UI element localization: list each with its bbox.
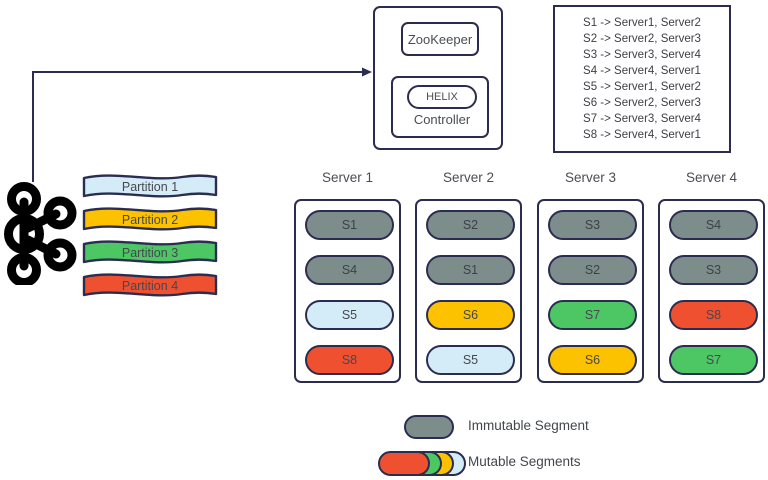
segment-pill[interactable]: S7 [669,345,758,375]
segment-pill[interactable]: S1 [305,210,394,240]
segment-label: S5 [462,353,479,367]
partition-label: Partition 2 [121,213,179,227]
segment-pill[interactable]: S1 [426,255,515,285]
segment-label: S8 [705,308,722,322]
server-box-2: S2 S1 S6 S5 [415,199,522,383]
segment-pill[interactable]: S5 [426,345,515,375]
server-label-3: Server 3 [564,170,617,185]
segment-label: S6 [584,353,601,367]
legend-label-mutable: Mutable Segments [468,454,581,469]
partition-label: Partition 3 [121,246,179,260]
segment-pill[interactable]: S4 [669,210,758,240]
kafka-logo-icon [4,182,77,285]
segment-label: S6 [462,308,479,322]
server-label-4: Server 4 [685,170,738,185]
segment-pill[interactable]: S8 [669,300,758,330]
segment-label: S2 [584,263,601,277]
segment-label: S4 [705,218,722,232]
segment-pill[interactable]: S7 [548,300,637,330]
partition-item[interactable]: Partition 3 [82,239,218,267]
segment-label: S5 [341,308,358,322]
segment-pill[interactable]: S2 [548,255,637,285]
server-box-4: S4 S3 S8 S7 [658,199,765,383]
segment-label: S4 [341,263,358,277]
segment-label: S1 [341,218,358,232]
segment-pill[interactable]: S3 [548,210,637,240]
controller-label: Controller [413,112,471,127]
segment-pill[interactable]: S4 [305,255,394,285]
segment-label: S1 [462,263,479,277]
server-label-2: Server 2 [442,170,495,185]
partition-label: Partition 1 [121,180,179,194]
segment-label: S8 [341,353,358,367]
legend-label-immutable: Immutable Segment [468,418,589,433]
segment-label: S7 [705,353,722,367]
legend-row-mutable: Mutable Segments [376,451,676,477]
partition-list: Partition 1 Partition 2 Partition 3 Part… [82,173,218,301]
partition-item[interactable]: Partition 4 [82,272,218,300]
immutable-segment-swatch [404,415,454,439]
helix-label: HELIX [426,91,458,103]
segment-pill[interactable]: S5 [305,300,394,330]
segment-label: S7 [584,308,601,322]
server-label-1: Server 1 [321,170,374,185]
legend-row-immutable: Immutable Segment [376,415,676,441]
zookeeper-box[interactable]: ZooKeeper [401,22,479,56]
partition-item[interactable]: Partition 2 [82,206,218,234]
mutable-swatch-layer [378,451,430,476]
helix-pill: HELIX [407,85,477,109]
server-box-1: S1 S4 S5 S8 [294,199,401,383]
legend: Immutable Segment Mutable Segments [376,415,676,477]
controller-cluster-box: ZooKeeper HELIX Controller [373,6,503,150]
helix-controller-box[interactable]: HELIX Controller [391,76,489,138]
segment-server-mapping-list: S1 -> Server1, Server2 S2 -> Server2, Se… [583,17,701,141]
mutable-segments-swatch [378,451,468,477]
partition-label: Partition 4 [121,279,179,293]
segment-pill[interactable]: S6 [426,300,515,330]
segment-pill[interactable]: S8 [305,345,394,375]
ingestion-flow-arrow [32,67,372,182]
partition-item[interactable]: Partition 1 [82,173,218,201]
segment-pill[interactable]: S6 [548,345,637,375]
server-box-3: S3 S2 S7 S6 [537,199,644,383]
segment-pill[interactable]: S3 [669,255,758,285]
segment-label: S2 [462,218,479,232]
zookeeper-label: ZooKeeper [407,31,473,47]
segment-label: S3 [705,263,722,277]
segment-label: S3 [584,218,601,232]
segment-server-mapping-box: S1 -> Server1, Server2 S2 -> Server2, Se… [553,5,731,153]
segment-pill[interactable]: S2 [426,210,515,240]
